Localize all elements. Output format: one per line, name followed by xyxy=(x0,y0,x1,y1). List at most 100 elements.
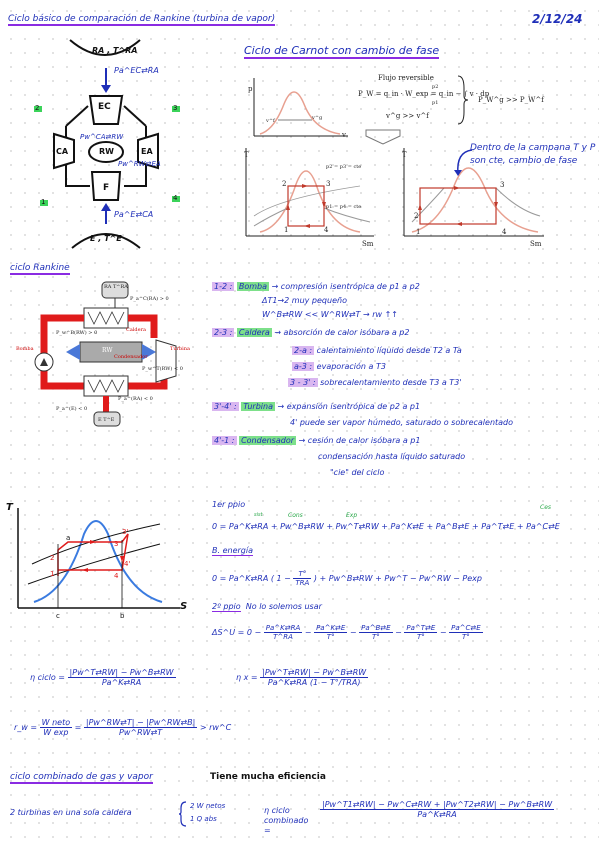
ts-left-n3: 3 xyxy=(326,180,331,188)
rankine-scheme xyxy=(34,281,177,427)
pw-equation: P_W = q_in · W_exp = q_in − ∫ v · dp xyxy=(358,90,490,98)
pv-v-axis: v xyxy=(342,131,346,139)
rankine-caldera-label: Caldera xyxy=(126,327,146,333)
f-label: F xyxy=(103,183,110,193)
heat-out-label: Pa^E⇄CA xyxy=(114,210,154,219)
p-inequality: P_W^g >> P_W^f xyxy=(478,96,544,104)
heat-in-label: Pa^EC⇄RA xyxy=(114,66,159,75)
ts-pt-3p: 3' xyxy=(122,528,129,536)
first-law-equation: 0 = Pa^K⇄RA + Pw^B⇄RW + Pw^T⇄RW + Pa^K⇄E… xyxy=(212,522,560,531)
ts-left-n4: 4 xyxy=(324,226,329,234)
basic-cycle-diagram xyxy=(34,39,180,249)
first-law-sub-exp: Exp xyxy=(346,512,358,519)
campana-note: Dentro de la campana T y P son cte, camb… xyxy=(470,143,596,166)
step-a-3: a-3 : evaporación a T3 xyxy=(292,362,386,371)
step-4p-1: 4'-1 : Condensador → cesión de calor isó… xyxy=(212,436,421,445)
ts-left-t-axis: T xyxy=(244,151,249,159)
node-3: 3 xyxy=(173,104,178,112)
node-4: 4 xyxy=(173,194,178,202)
rw-label: RW xyxy=(99,147,114,156)
eq-upper-limit: p2 xyxy=(432,84,439,90)
ts-s-c: c xyxy=(56,612,60,620)
rankine-pa-e: P_a^(RA) < 0 xyxy=(118,396,153,402)
combined-subtitle: Tiene mucha eficiencia xyxy=(210,772,326,782)
combined-brace-1: 2 W netos xyxy=(190,802,226,810)
node-2: 2 xyxy=(35,104,40,112)
step-1-2-dt: ΔT1→2 muy pequeño xyxy=(262,296,347,305)
ts-right-n4: 4 xyxy=(502,228,507,236)
ts-pt-1: 1 xyxy=(50,570,55,578)
step-3p-4p: 3'-4' : Turbina → expansión isentrópica … xyxy=(212,402,421,411)
note-arrow-icon xyxy=(454,149,473,176)
rankine-turbina-label: Turbina xyxy=(170,346,190,352)
rankine-bomba-label: Bomba xyxy=(16,346,34,352)
ts-pt-4p: 4' xyxy=(124,560,131,568)
ts-left-p23: p2 = p3 = cte xyxy=(326,164,362,170)
rankine-pa-caldera: P_a^C(RA) > 0 xyxy=(130,296,169,302)
rankine-pw-bomba: P_w^B(RW) > 0 xyxy=(56,330,98,336)
rankine-title: ciclo Rankine xyxy=(10,263,70,275)
second-law-line: 2º ppio No lo solemos usar xyxy=(212,602,322,612)
page-date: 2/12/24 xyxy=(532,12,583,26)
pw-right-label: Pw^RW⇄EA xyxy=(118,160,161,168)
ts-left-s-axis: Sm xyxy=(362,240,374,248)
ts-pt-4: 4 xyxy=(114,572,119,580)
eq-lower-limit: p1 xyxy=(432,100,439,106)
rankine-pa-cond: P_a^(E) < 0 xyxy=(56,406,88,412)
flujo-reversible: Flujo reversible xyxy=(378,74,434,82)
pv-diagram xyxy=(253,78,348,137)
ts-carnot-left xyxy=(245,148,374,237)
ts-right-s-axis: Sm xyxy=(530,240,542,248)
energy-title: B. energía xyxy=(212,546,253,556)
step-4p-1-cond: condensación hasta líquido saturado xyxy=(318,452,466,461)
ts-s-axis: S xyxy=(180,601,188,612)
rankine-condensador-label: Condensador xyxy=(114,354,148,360)
step-2-3: 2-3 : Caldera → absorción de calor isóba… xyxy=(212,328,410,337)
ts-pt-2: 2 xyxy=(50,554,55,562)
ea-label: EA xyxy=(141,147,153,156)
ts-pt-3: 3 xyxy=(114,540,119,548)
first-law-sub-sist: sist xyxy=(254,512,263,518)
first-law-title: 1er ppio xyxy=(212,500,246,509)
step-1-2: 1-2 : Bomba → compresión isentrópica de … xyxy=(212,282,420,291)
rankine-pw-turbina: P_w^T(RW) < 0 xyxy=(142,366,183,372)
ts-rankine-diagram xyxy=(17,508,180,609)
combined-line: 2 turbinas en una sola caldera xyxy=(10,808,132,817)
ts-right-n1: 1 xyxy=(416,228,421,236)
v-inequality: v^g >> v^f xyxy=(386,112,429,120)
sink-e-label: E , T^E xyxy=(90,234,122,243)
ec-label: EC xyxy=(98,102,111,112)
step-4p-note: 4' puede ser vapor húmedo, saturado o so… xyxy=(290,418,514,427)
step-2-a: 2-a : calentamiento líquido desde T2 a T… xyxy=(292,346,462,355)
down-arrow-icon xyxy=(365,129,401,145)
ts-right-n2: 2 xyxy=(414,212,419,220)
combined-eta-fraction: |Pw^T1⇄RW| − Pw^C⇄RW + |Pw^T2⇄RW| − Pw^B… xyxy=(320,800,555,819)
source-ra-label: RA , T^RA xyxy=(92,46,138,55)
rankine-rw-label: RW xyxy=(102,347,113,354)
rankine-top-label: RA T^RA xyxy=(104,284,128,290)
pw-left-label: Pw^CA⇄RW xyxy=(80,133,124,141)
combined-title: ciclo combinado de gas y vapor xyxy=(10,772,153,784)
first-law-sub-ces: Ces xyxy=(540,504,552,511)
step-3-3p: 3 - 3' : sobrecalentamiento desde T3 a T… xyxy=(288,378,462,387)
page-title: Ciclo básico de comparación de Rankine (… xyxy=(8,14,276,26)
pv-p-axis: p xyxy=(248,85,253,93)
ca-label: CA xyxy=(56,147,69,156)
ts-t-axis: T xyxy=(6,502,13,513)
ts-carnot-right xyxy=(403,148,544,237)
ts-right-n3: 3 xyxy=(500,181,505,189)
ts-left-p14: p1 = p4 = cte xyxy=(326,204,362,210)
ts-s-b: b xyxy=(120,612,125,620)
ts-right-t-axis: T xyxy=(402,151,407,159)
step-cie: "cie" del ciclo xyxy=(330,468,385,477)
pv-vf: v^f xyxy=(266,118,275,124)
first-law-sub-cons: Cons xyxy=(288,512,303,519)
ts-left-n2: 2 xyxy=(282,180,287,188)
combined-eta-label: η ciclo combinado = xyxy=(264,806,309,835)
rankine-bottom-label: E T^E xyxy=(98,417,115,423)
node-1: 1 xyxy=(41,198,46,206)
energy-equation: 0 = Pa^K⇄RA ( 1 − T°TRA ) + Pw^B⇄RW + Pw… xyxy=(212,570,482,587)
